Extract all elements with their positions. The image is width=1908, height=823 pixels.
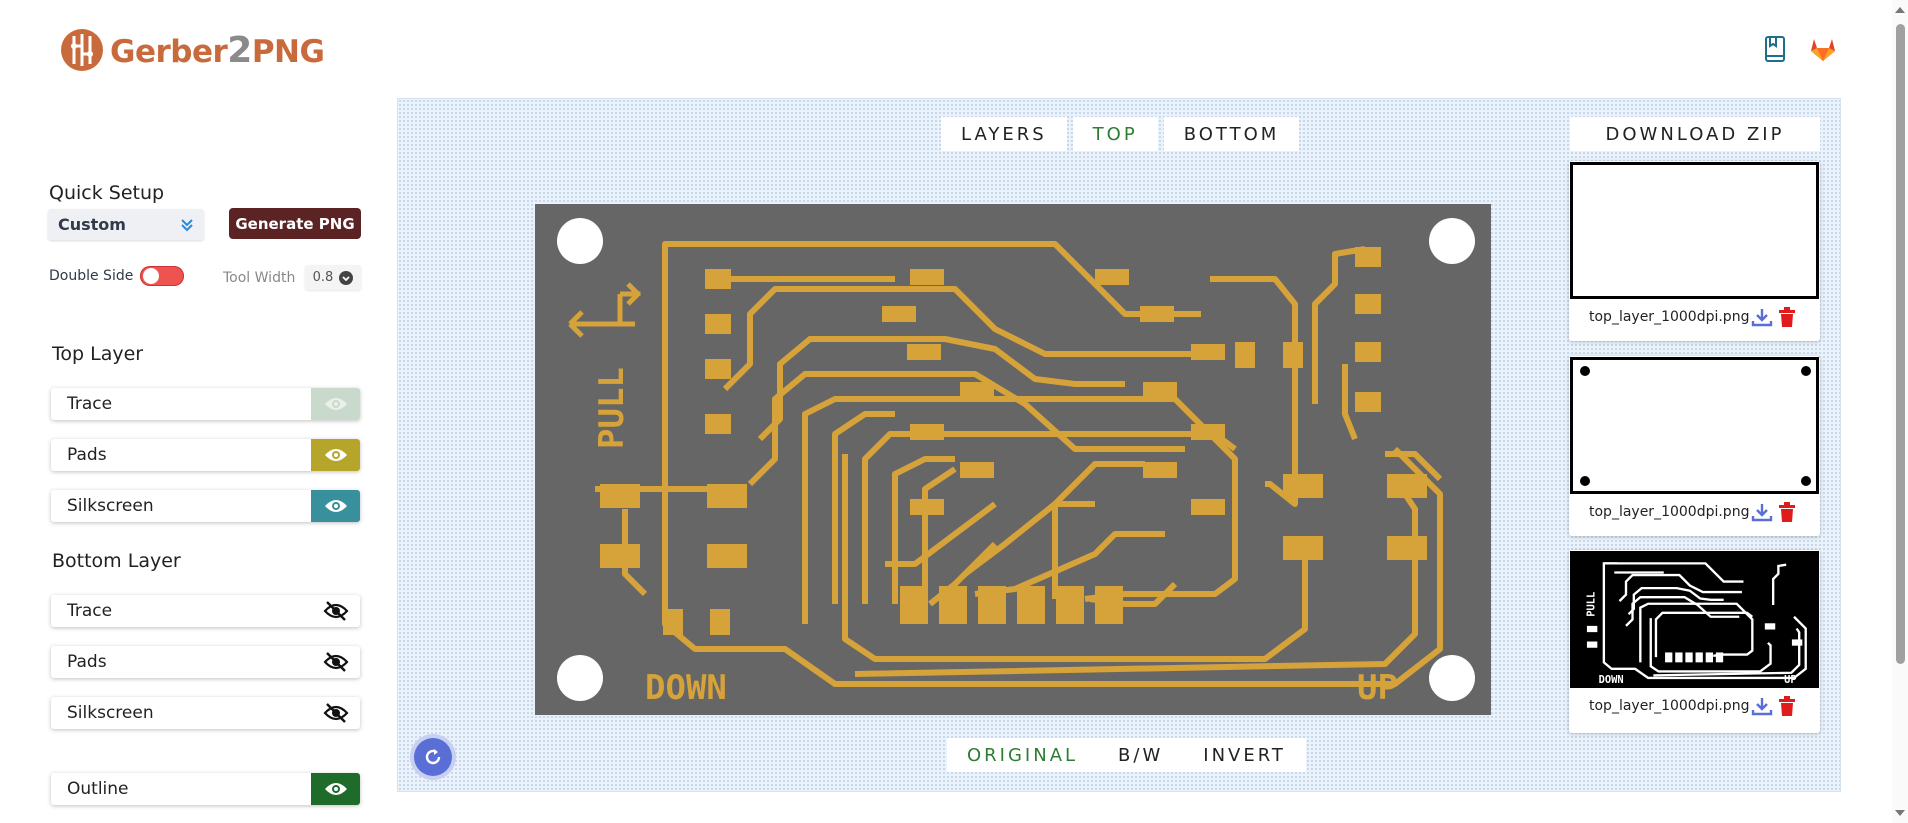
gitlab-icon[interactable]	[1808, 34, 1838, 64]
refresh-icon	[425, 749, 441, 765]
toggle-knob	[143, 268, 159, 284]
preview-image[interactable]	[1570, 162, 1819, 299]
book-icon[interactable]	[1760, 34, 1790, 64]
file-card: top_layer_1000dpi.png	[1569, 161, 1820, 341]
trash-icon[interactable]	[1777, 306, 1797, 328]
generate-png-button[interactable]: Generate PNG	[229, 208, 361, 239]
double-side-toggle[interactable]	[140, 266, 184, 286]
preset-select[interactable]: Custom	[48, 209, 204, 240]
top-silkscreen-row[interactable]: Silkscreen	[51, 490, 360, 522]
eye-icon[interactable]	[311, 773, 360, 805]
logo-text: Gerber2PNG	[110, 29, 325, 71]
tool-width-label: Tool Width	[223, 270, 296, 286]
eye-slash-icon[interactable]	[311, 646, 360, 678]
bottom-layer-title: Bottom Layer	[52, 550, 181, 572]
file-name: top_layer_1000dpi.png	[1589, 309, 1750, 325]
preview-image[interactable]	[1570, 357, 1819, 494]
thumb-down-label: DOWN	[1599, 674, 1624, 686]
tool-width-select[interactable]: 0.8	[305, 265, 361, 290]
download-icon[interactable]	[1751, 501, 1773, 523]
eye-icon[interactable]	[311, 439, 360, 471]
preset-value: Custom	[58, 215, 126, 234]
scrollbar-thumb[interactable]	[1896, 24, 1905, 664]
app-logo[interactable]: Gerber2PNG	[60, 28, 325, 72]
top-layer-title: Top Layer	[52, 343, 144, 365]
double-chevron-down-icon	[181, 218, 193, 231]
tool-width-value: 0.8	[312, 270, 334, 285]
bottom-trace-row[interactable]: Trace	[51, 595, 360, 627]
outline-row[interactable]: Outline	[51, 773, 360, 805]
tab-bottom[interactable]: BOTTOM	[1163, 117, 1300, 151]
trash-icon[interactable]	[1777, 501, 1797, 523]
top-pads-row[interactable]: Pads	[51, 439, 360, 471]
layer-label: Silkscreen	[67, 496, 154, 516]
logo-icon	[61, 29, 103, 71]
thumb-up-label: UP	[1784, 674, 1797, 686]
file-card: top_layer_1000dpi.png	[1569, 356, 1820, 536]
up-label: UP	[1357, 668, 1398, 708]
layer-label: Pads	[67, 445, 107, 465]
render-mode-tabs: ORIGINAL B/W INVERT	[947, 738, 1306, 772]
down-label: DOWN	[645, 668, 727, 708]
double-side-label: Double Side	[49, 268, 134, 284]
layer-label: Trace	[67, 601, 113, 621]
eye-slash-icon[interactable]	[311, 595, 360, 627]
file-name: top_layer_1000dpi.png	[1589, 698, 1750, 714]
preview-image[interactable]: PULL DOWN UP	[1570, 551, 1819, 688]
mode-bw[interactable]: B/W	[1098, 738, 1184, 772]
quick-setup-label: Quick Setup	[49, 182, 165, 204]
pcb-preview: PULL DOWN UP	[535, 204, 1491, 715]
layer-label: Outline	[67, 779, 129, 799]
layer-view-tabs: LAYERS TOP BOTTOM	[941, 117, 1300, 151]
eye-icon[interactable]	[311, 388, 360, 420]
download-icon[interactable]	[1751, 306, 1773, 328]
tab-top[interactable]: TOP	[1072, 117, 1158, 151]
download-icon[interactable]	[1751, 695, 1773, 717]
pull-label: PULL	[592, 367, 632, 449]
download-zip-button[interactable]: DOWNLOAD ZIP	[1570, 117, 1820, 151]
mode-original[interactable]: ORIGINAL	[947, 738, 1099, 772]
layer-label: Silkscreen	[67, 703, 154, 723]
trash-icon[interactable]	[1777, 695, 1797, 717]
bottom-silkscreen-row[interactable]: Silkscreen	[51, 697, 360, 729]
chevron-down-circle-icon	[339, 270, 354, 285]
tab-layers[interactable]: LAYERS	[941, 117, 1067, 151]
bottom-pads-row[interactable]: Pads	[51, 646, 360, 678]
refresh-button[interactable]	[414, 738, 452, 776]
scroll-down-icon[interactable]	[1892, 807, 1908, 819]
top-trace-row[interactable]: Trace	[51, 388, 360, 420]
thumb-pull-label: PULL	[1586, 592, 1598, 617]
mode-invert[interactable]: INVERT	[1183, 738, 1306, 772]
layer-label: Trace	[67, 394, 113, 414]
eye-slash-icon[interactable]	[311, 697, 360, 729]
scroll-up-icon[interactable]	[1892, 4, 1908, 16]
page-scrollbar[interactable]	[1892, 0, 1908, 823]
file-name: top_layer_1000dpi.png	[1589, 504, 1750, 520]
file-card: PULL DOWN UP top_layer_1000dpi.png	[1569, 550, 1820, 733]
layer-label: Pads	[67, 652, 107, 672]
eye-icon[interactable]	[311, 490, 360, 522]
